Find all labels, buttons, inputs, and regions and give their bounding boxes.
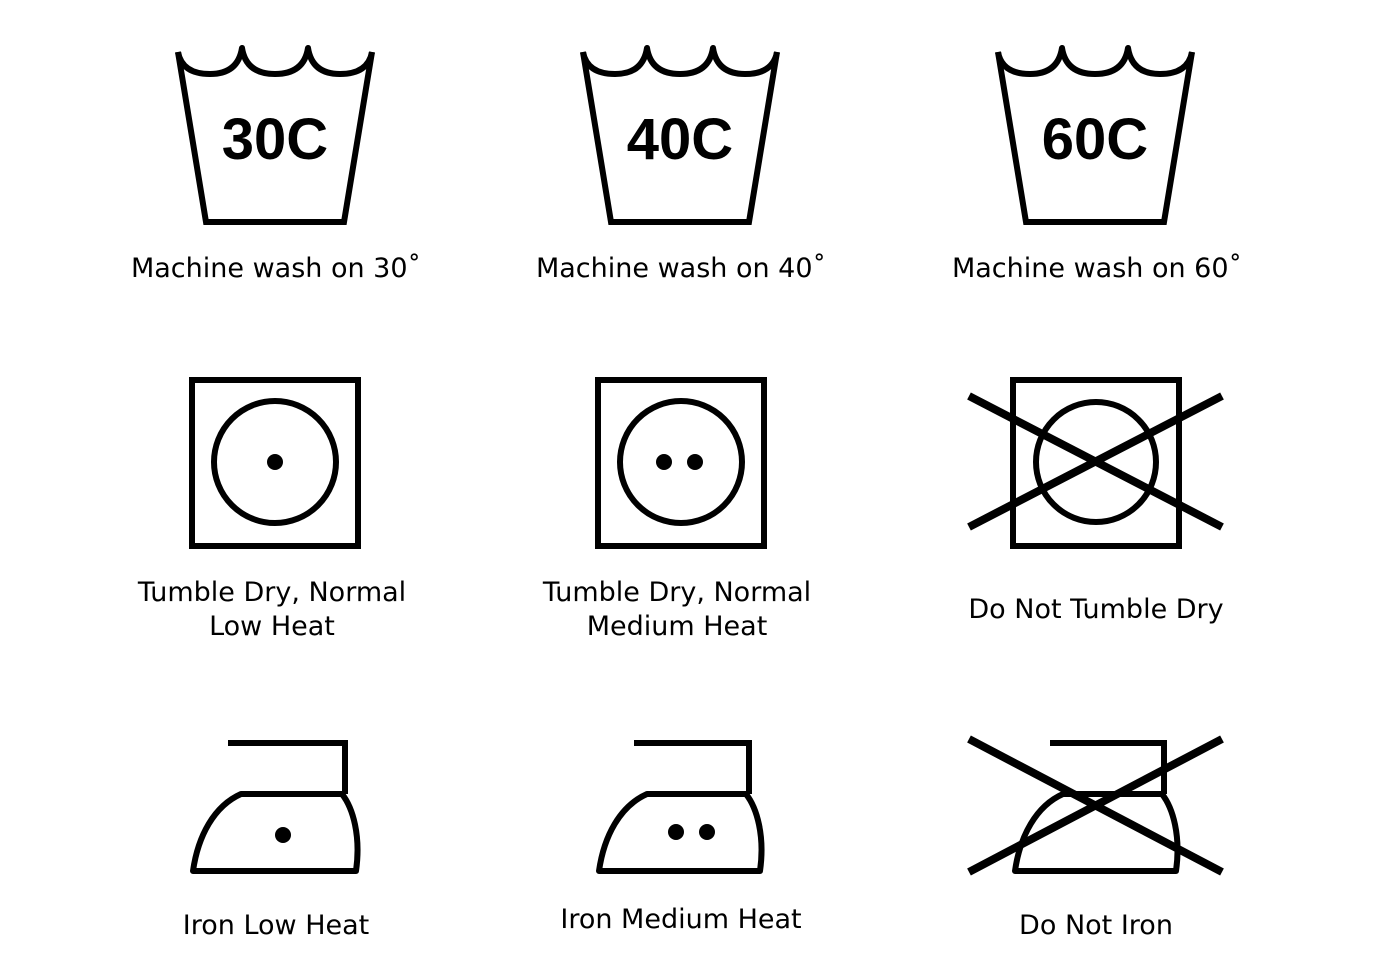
tumble-dry-low-line1: Tumble Dry, Normal [137, 577, 407, 608]
tumble-dry-medium-line1: Tumble Dry, Normal [542, 577, 812, 608]
iron-low-heat-label: Iron Low Heat [182, 910, 370, 941]
tumble-dry-one-dot-icon [189, 377, 361, 549]
wash-temp-60: 60C [1042, 107, 1148, 172]
tumble-dry-two-dots-icon [595, 377, 767, 549]
tumble-dry-low-label: Tumble Dry, Normal Low Heat [138, 576, 406, 644]
tumble-dry-medium-line2: Medium Heat [586, 611, 768, 642]
iron-two-dots-icon [596, 740, 765, 874]
wash-30-label: Machine wash on 30˚ [130, 253, 422, 284]
wash-tub-40-icon: 40C [580, 45, 780, 225]
do-not-iron-icon [967, 735, 1224, 876]
iron-one-dot-icon [190, 740, 361, 874]
iron-medium-heat-label: Iron Medium Heat [560, 904, 802, 935]
wash-temp-40: 40C [627, 107, 733, 172]
wash-temp-30: 30C [222, 107, 328, 172]
tumble-dry-medium-label: Tumble Dry, Normal Medium Heat [543, 576, 811, 644]
wash-60-label: Machine wash on 60˚ [951, 253, 1243, 284]
tumble-dry-low-line2: Low Heat [209, 611, 335, 642]
wash-tub-30-icon: 30C [175, 45, 375, 225]
do-not-iron-label: Do Not Iron [1019, 910, 1173, 941]
do-not-tumble-dry-label: Do Not Tumble Dry [968, 594, 1224, 625]
do-not-tumble-dry-icon [967, 377, 1224, 549]
wash-tub-60-icon: 60C [995, 45, 1195, 225]
wash-40-label: Machine wash on 40˚ [535, 253, 827, 284]
